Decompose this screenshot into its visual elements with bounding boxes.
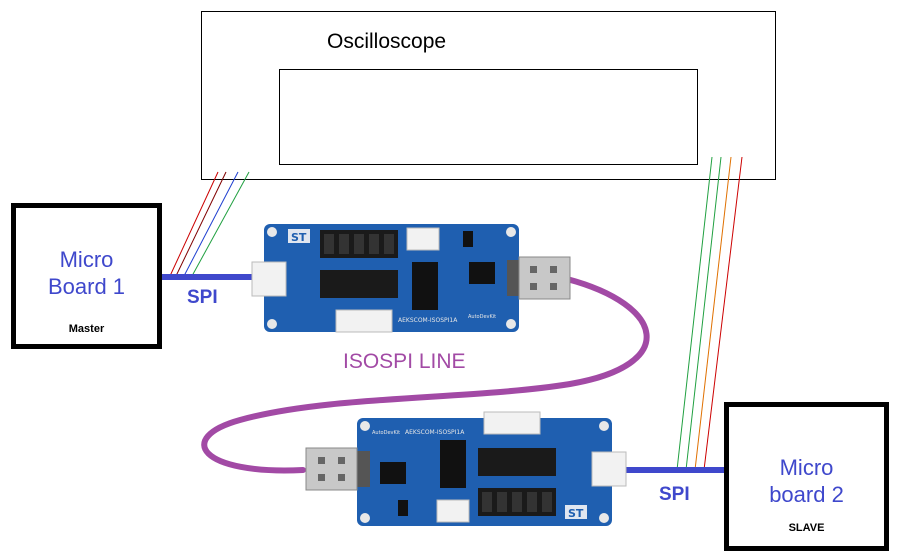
ic-chip [440,440,466,488]
micro-board-1: Micro Board 1 Master [11,203,162,349]
board-2-brand-label: AutoDevKit [372,430,400,436]
connector-6pin [484,412,540,434]
svg-text:ST: ST [291,231,307,244]
probe-wire-right-green [677,157,712,470]
usb-connector-board-2 [306,448,357,490]
micro-board-2-title: Micro board 2 [729,454,884,508]
mounting-hole [360,421,370,431]
mounting-hole [599,421,609,431]
probe-wire-right-green-2 [686,157,721,470]
mounting-hole [599,513,609,523]
st-logo-icon: ST [288,229,310,244]
st-logo-icon: ST [565,505,587,520]
connector-4pin [437,500,469,522]
board-2-part-label: AEKSCOM-ISOSPI1A [405,429,465,436]
isospi-board-2: ST AEKSCOM-ISOSPI1A [306,412,626,526]
board-1-brand-label: AutoDevKit [468,314,496,320]
mounting-hole [267,319,277,329]
connector-4pin [407,228,439,250]
spi-connector-board-2 [592,452,626,486]
ic-chip [412,262,438,310]
board-1-part-label: AEKSCOM-ISOSPI1A [398,317,458,324]
switch-component [463,231,473,247]
ic-transformer [380,462,406,484]
connector-6pin [336,310,392,332]
spi-label-right: SPI [659,484,690,506]
mounting-hole [267,227,277,237]
spi-connector-board-1 [252,262,286,296]
micro-board-2: Micro board 2 SLAVE [724,402,889,551]
micro-board-1-title: Micro Board 1 [16,246,157,300]
isospi-board-1: ST AEKSCOM-ISOSPI1A [252,224,570,332]
probe-wires-left [170,172,249,276]
micro-board-2-title-line1: Micro [780,455,834,480]
mounting-hole [360,513,370,523]
micro-board-1-role: Master [16,323,157,335]
micro-board-2-title-line2: board 2 [769,482,844,507]
usb-connector-board-1 [519,257,570,299]
usb-housing [356,451,370,487]
spi-label-left: SPI [187,287,218,309]
ic-transformer [469,262,495,284]
mounting-hole [506,319,516,329]
micro-board-2-role: SLAVE [729,522,884,534]
mounting-hole [506,227,516,237]
micro-board-1-title-line2: Board 1 [48,274,125,299]
isospi-line-label: ISOSPI LINE [343,350,466,374]
micro-board-1-title-line1: Micro [60,247,114,272]
svg-text:ST: ST [568,507,584,520]
switch-component [398,500,408,516]
